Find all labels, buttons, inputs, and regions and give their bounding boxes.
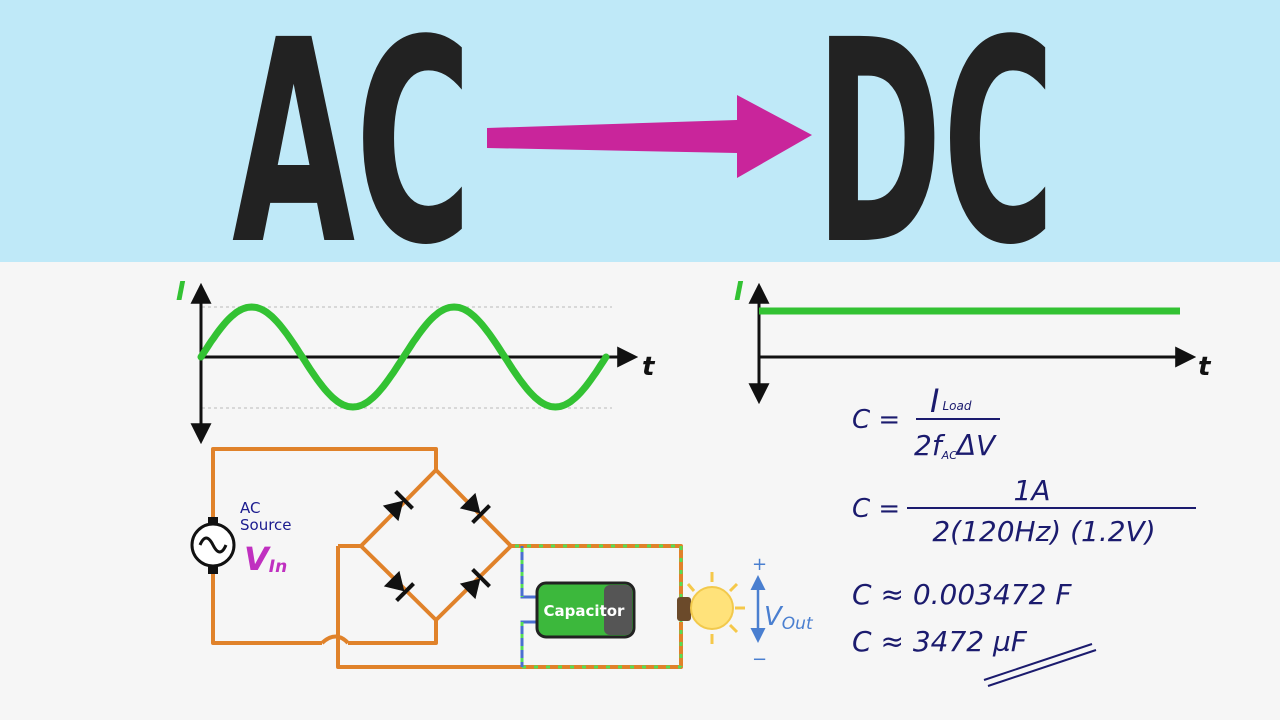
conversion-arrow	[487, 95, 812, 178]
ac-source-label-line2: Source	[240, 516, 292, 534]
diode-top-left	[382, 490, 414, 522]
wire-source-bottom	[211, 568, 322, 645]
ac-source-sine-icon	[198, 536, 228, 554]
rectifier-circuit: AC Source VIn Capacitor +	[190, 447, 814, 670]
formula1-denominator: 2fACΔV	[914, 429, 997, 462]
dc-y-axis-label: I	[734, 277, 744, 307]
capacitor-label: Capacitor	[544, 602, 625, 620]
bulb-glass	[690, 586, 734, 630]
diode-bridge	[358, 467, 514, 623]
formula4-result-microfarads: C ≈ 3472 µF	[852, 625, 1028, 658]
bridge-diamond	[358, 467, 514, 623]
formula3-result-farads: C ≈ 0.003472 F	[852, 578, 1072, 611]
vin-label: VIn	[244, 540, 287, 578]
diode-bottom-left	[383, 570, 415, 602]
ac-source-label-line1: AC	[240, 499, 260, 517]
vout-minus-sign: −	[752, 649, 767, 670]
diode-bottom-right	[459, 568, 491, 600]
formula2-lhs: C =	[852, 494, 900, 524]
capacitor: Capacitor	[535, 581, 636, 639]
vout-plus-sign: +	[752, 554, 767, 575]
ac-source-terminal-top	[208, 517, 218, 525]
result-underline-1	[983, 643, 1093, 681]
vout-indicator: + − VOut	[750, 554, 814, 670]
wire-bridge-bottom-return	[348, 620, 438, 645]
dc-current-graph: I t	[734, 277, 1212, 405]
dc-title-text: DC	[815, 0, 1055, 262]
light-bulb	[677, 572, 745, 644]
dc-x-axis-label: t	[1198, 352, 1212, 382]
ac-current-graph: I t	[176, 277, 656, 445]
ac-y-axis-label: I	[176, 277, 186, 307]
bulb-base	[677, 597, 691, 621]
formula1-lhs: C =	[852, 405, 900, 435]
title-banner: AC DC	[0, 0, 1280, 262]
ac-source-terminal-bottom	[208, 566, 218, 574]
ac-title-text: AC	[232, 0, 472, 262]
vout-label: VOut	[764, 602, 814, 634]
formula2-numerator: 1A	[1014, 474, 1051, 507]
formula2-denominator: 2(120Hz) (1.2V)	[932, 515, 1155, 548]
diode-top-right	[459, 492, 491, 524]
wire-crossover-hop	[320, 634, 350, 645]
capacitor-stripe	[604, 585, 632, 635]
ac-source: AC Source VIn	[190, 499, 292, 578]
ac-sine-wave	[197, 303, 610, 411]
wire-source-top	[211, 447, 438, 523]
result-underline-2	[987, 649, 1097, 687]
diagram-area: I t I t	[176, 277, 1212, 687]
bulb-rays	[686, 572, 745, 644]
ac-x-axis-label: t	[642, 352, 656, 382]
